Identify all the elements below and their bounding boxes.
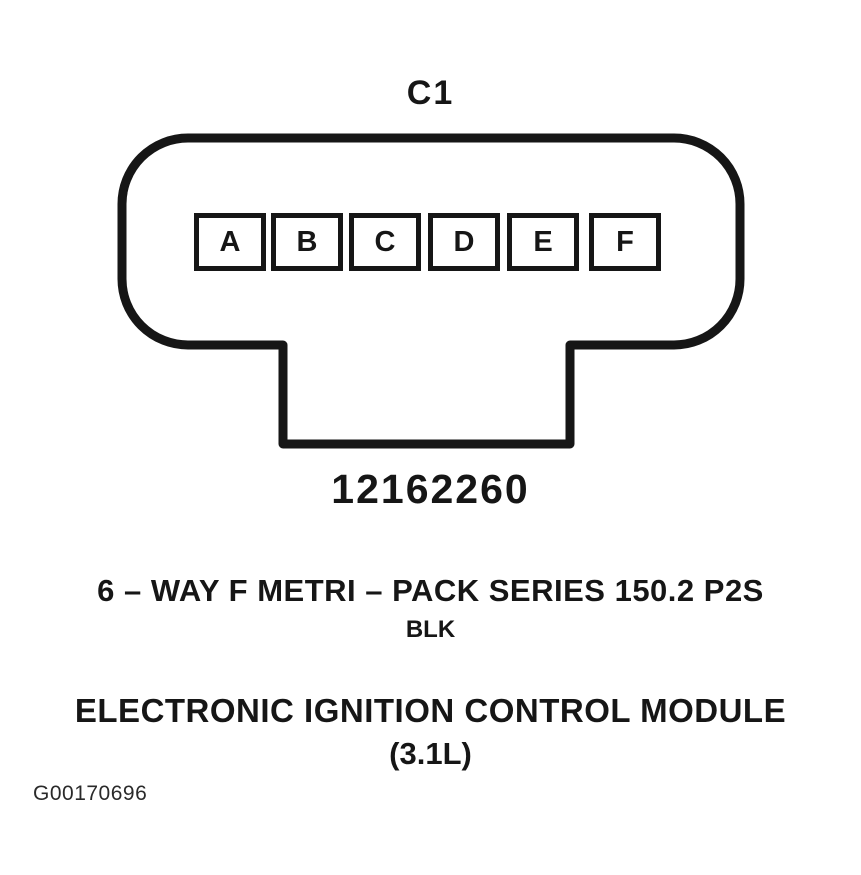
pin-cell-c: C xyxy=(349,213,421,271)
pin-cell-e: E xyxy=(507,213,579,271)
engine-size: (3.1L) xyxy=(389,736,472,771)
pin-cell-d: D xyxy=(428,213,500,271)
module-name: ELECTRONIC IGNITION CONTROL MODULE xyxy=(74,692,787,729)
connector-designator: C1 xyxy=(406,74,455,112)
figure-reference-id: G00170696 xyxy=(33,782,148,805)
connector-part-number: 12162260 xyxy=(331,466,530,512)
connector-series-description: 6 – WAY F METRI – PACK SERIES 150.2 P2S xyxy=(97,573,764,608)
connector-color-code: BLK xyxy=(405,616,456,643)
pin-cell-b: B xyxy=(271,213,343,271)
pin-cell-f: F xyxy=(589,213,661,271)
pin-row: A B C D E F xyxy=(0,213,861,273)
pin-cell-a: A xyxy=(194,213,266,271)
connector-body-outline xyxy=(117,133,745,449)
